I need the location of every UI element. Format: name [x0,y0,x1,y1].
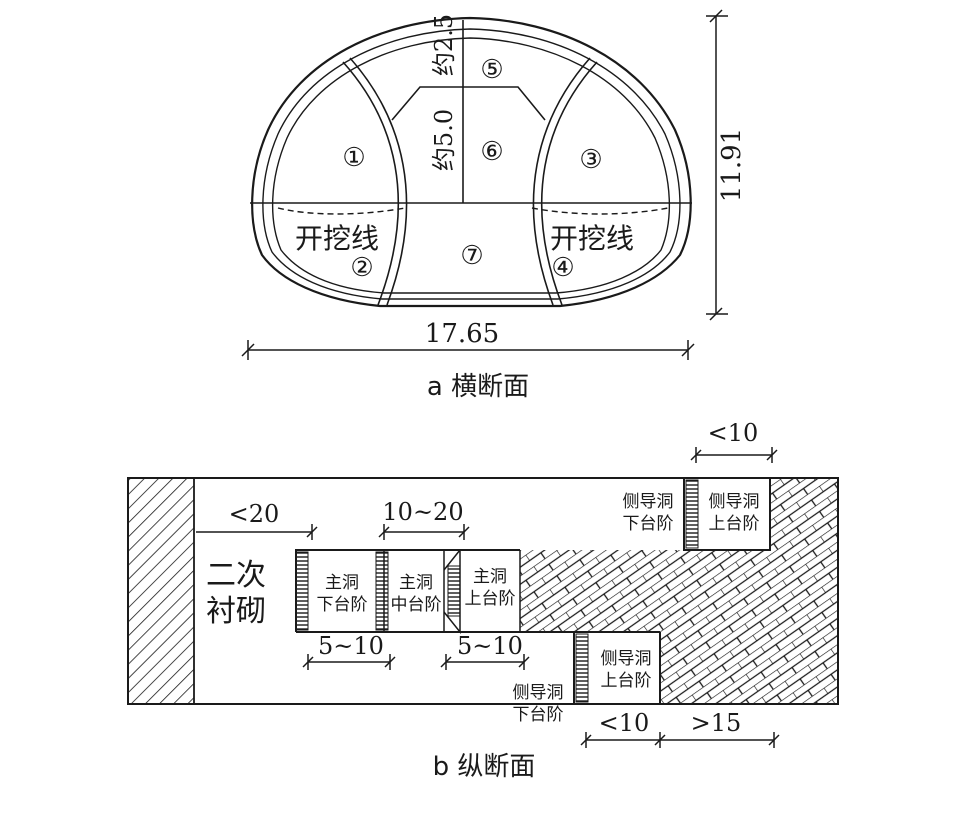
bottom-drift-upper-label-2: 上台阶 [601,671,652,691]
excavation-dash-left [277,207,406,215]
top-drift-upper-label-1: 侧导洞 [709,492,760,512]
dim-5-10-b: 5~10 [440,632,530,670]
dim-lt10-top-label: <10 [708,419,759,447]
dim-lt20: <20 [196,500,318,540]
rock-mass [520,478,838,704]
dim-top-label: 约2.5 [430,14,458,76]
support-strip-3 [447,565,461,617]
dim-gt15-label: >15 [691,709,742,737]
support-strip-4 [685,479,699,549]
caption-a: a 横断面 [427,372,529,402]
bottom-drift-lower-label-1: 侧导洞 [513,683,564,703]
right-drift-boundary-2 [532,57,591,306]
main-mid-bench-label-2: 中台阶 [391,595,442,615]
dim-5-10-a-label: 5~10 [318,632,384,660]
part-label-6: ⑥ [480,137,503,167]
core-outline [391,86,546,121]
main-upper-bench-label-2: 上台阶 [465,589,516,609]
part-label-4: ④ [551,253,574,283]
dim-10-20: 10~20 [378,498,470,540]
support-strip-5 [575,633,589,703]
excavation-line-right-label: 开挖线 [550,222,634,255]
top-drift-lower-label-2: 下台阶 [623,514,674,534]
dim-lt20-label: <20 [229,500,280,528]
inner-lining-2 [271,37,671,294]
support-strip-2 [375,551,389,631]
secondary-lining-hatch [127,477,195,705]
section-frame [127,477,839,705]
main-mid-bench-label-1: 主洞 [399,573,433,593]
support-strip-1 [295,551,309,631]
dim-10-20-label: 10~20 [382,498,463,526]
part-label-2: ② [350,253,373,283]
bottom-drift-outline [573,632,661,704]
left-drift-boundary-2 [349,57,408,306]
excavation-dash-right [531,207,669,215]
main-lower-bench-label-1: 主洞 [325,573,359,593]
part-label-5: ⑤ [480,55,503,85]
top-drift-upper-label-2: 上台阶 [709,514,760,534]
part-label-1: ① [342,143,365,173]
outer-lining [251,16,692,308]
secondary-lining-label-2: 衬砌 [206,594,266,629]
width-dim-label: 17.65 [425,319,499,349]
part-label-3: ③ [579,145,602,175]
top-drift-lower-label-1: 侧导洞 [623,492,674,512]
cross-section: ① ② ③ ④ ⑤ ⑥ ⑦ 开挖线 开挖线 约2.5 约5.0 11.91 17… [241,9,747,402]
part-label-7: ⑦ [460,241,483,271]
height-dimension: 11.91 [706,9,747,321]
dim-lt10-bottom-label: <10 [599,709,650,737]
dim-5-10-b-label: 5~10 [457,632,523,660]
bottom-drift-lower-label-2: 下台阶 [513,705,564,725]
top-drift-outline [683,478,771,551]
bottom-drift-upper-label-1: 侧导洞 [601,649,652,669]
longitudinal-section: 二次 衬砌 主洞 下台阶 主洞 中台阶 主洞 上台阶 侧导洞 下台阶 侧导洞 上… [127,419,839,782]
main-lower-bench-label-2: 下台阶 [317,595,368,615]
width-dimension: 17.65 [241,319,695,360]
dim-lt10-bottom: <10 >15 [580,709,780,748]
caption-b: b 纵断面 [433,752,536,782]
right-drift-boundary [540,61,598,306]
excavation-line-left-label: 开挖线 [295,222,379,255]
inner-lining-1 [262,28,681,300]
left-drift-boundary [342,61,400,306]
main-upper-bench-label-1: 主洞 [473,567,507,587]
dim-mid-label: 约5.0 [430,109,458,171]
dim-lt10-top: <10 [690,419,778,463]
secondary-lining-label-1: 二次 [206,558,266,593]
dim-5-10-a: 5~10 [302,632,396,670]
height-dim-label: 11.91 [717,128,747,202]
